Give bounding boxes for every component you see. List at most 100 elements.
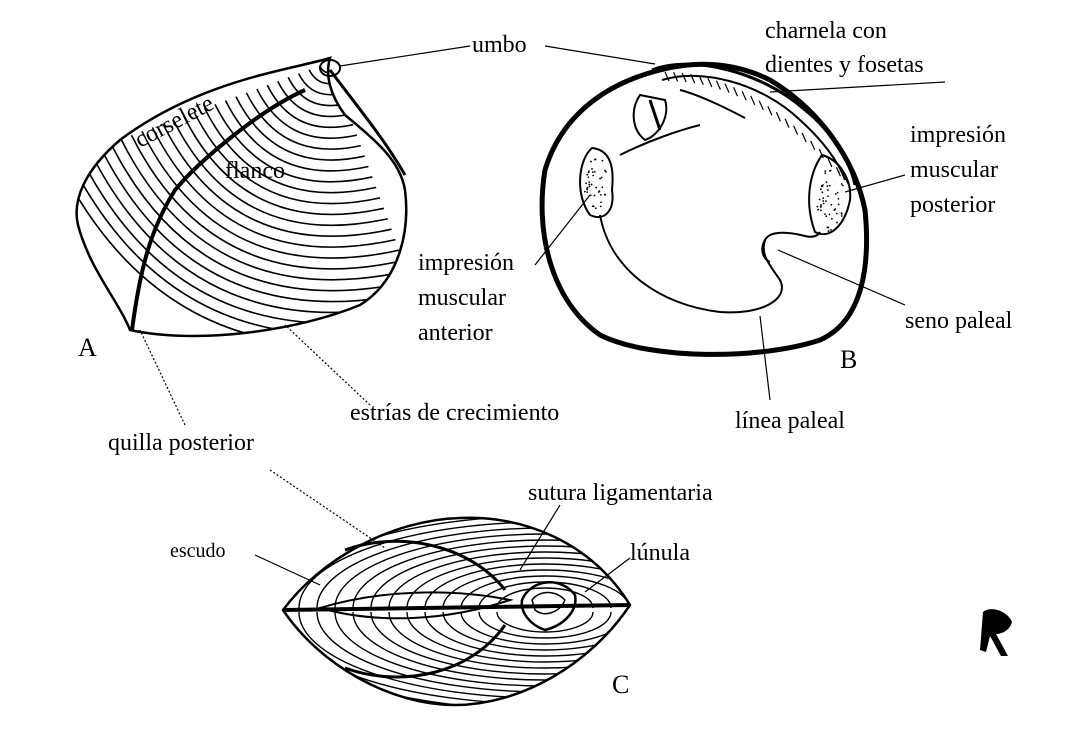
label-escudo: escudo: [170, 540, 226, 562]
stipple-dot: [585, 182, 587, 184]
panel-label-a: A: [78, 333, 97, 362]
hinge-tooth: [751, 96, 755, 105]
label-impresion-anterior-3: anterior: [418, 320, 493, 346]
stipple-dot: [841, 183, 843, 185]
stipple-dot: [820, 188, 822, 190]
label-linea-paleal: línea paleal: [735, 408, 845, 434]
growth-line: [236, 97, 365, 160]
stipple-dot: [817, 206, 819, 208]
stipple-dot: [592, 175, 594, 177]
stipple-dot: [820, 209, 822, 211]
stipple-dot: [842, 185, 844, 187]
hinge-tooth: [776, 112, 780, 121]
hinge-tooth: [759, 101, 763, 110]
stipple-dot: [588, 181, 590, 183]
growth-line: [407, 612, 683, 662]
panel-label-c: C: [612, 670, 629, 699]
stipple-dot: [828, 230, 830, 232]
hinge-tooth: [734, 87, 738, 96]
panel-label-b: B: [840, 345, 857, 374]
stipple-dot: [831, 218, 833, 220]
stipple-dot: [590, 161, 592, 163]
stipple-dot: [837, 192, 839, 194]
stipple-dot: [586, 191, 588, 193]
label-charnela-line2: dientes y fosetas: [765, 52, 924, 78]
label-impresion-anterior-1: impresión: [418, 250, 514, 276]
growth-line: [263, 612, 827, 710]
hinge-tooth: [742, 91, 746, 100]
stipple-dot: [591, 168, 593, 170]
label-impresion-posterior-1: impresión: [910, 122, 1006, 148]
growth-line: [335, 612, 755, 686]
stipple-dot: [829, 185, 831, 187]
label-flanco: flanco: [225, 158, 285, 184]
stipple-dot: [823, 203, 825, 205]
hinge-tooth: [725, 84, 729, 93]
stipple-dot: [594, 195, 596, 197]
label-impresion-posterior-3: posterior: [910, 192, 995, 218]
stipple-dot: [836, 213, 838, 215]
stipple-dot: [838, 171, 840, 173]
stipple-dot: [604, 170, 606, 172]
stipple-dot: [817, 209, 819, 211]
label-quilla-posterior: quilla posterior: [108, 430, 254, 456]
stipple-dot: [601, 177, 603, 179]
growth-line: [335, 534, 755, 608]
stipple-dot: [824, 170, 826, 172]
stipple-dot: [589, 186, 591, 188]
stipple-dot: [841, 215, 843, 217]
posterior-muscle-scar-stipple: [817, 170, 844, 232]
stipple-dot: [835, 193, 837, 195]
shell-a-external-view: [58, 58, 430, 345]
stipple-dot: [587, 187, 589, 189]
stipple-dot: [838, 204, 840, 206]
stipple-dot: [837, 198, 839, 200]
growth-line: [142, 131, 399, 258]
label-sutura-ligamentaria: sutura ligamentaria: [528, 480, 713, 506]
stipple-dot: [594, 171, 596, 173]
stipple-dot: [600, 194, 602, 196]
stipple-dot: [820, 204, 822, 206]
stipple-dot: [824, 213, 826, 215]
growth-lines-a: [58, 66, 430, 345]
stipple-dot: [592, 171, 594, 173]
artist-mark: [980, 609, 1012, 656]
stipple-dot: [828, 227, 830, 229]
hinge-tooth: [699, 76, 703, 85]
stipple-dot: [588, 170, 590, 172]
hinge-tooth: [716, 81, 720, 90]
hinge-tooth: [794, 126, 798, 135]
stipple-dot: [826, 181, 828, 183]
stipple-dot: [827, 189, 829, 191]
stipple-dot: [593, 205, 595, 207]
label-umbo: umbo: [472, 32, 527, 58]
stipple-dot: [586, 174, 588, 176]
shell-c-dorsal-view: [227, 498, 863, 722]
stipple-dot: [825, 215, 827, 217]
hinge-tooth: [785, 119, 789, 128]
stipple-dot: [584, 191, 586, 193]
label-estrias: estrías de crecimiento: [350, 400, 559, 426]
stipple-dot: [825, 200, 827, 202]
stipple-dot: [822, 200, 824, 202]
stipple-dot: [824, 172, 826, 174]
stipple-dot: [595, 187, 597, 189]
stipple-dot: [822, 197, 824, 199]
label-impresion-posterior-2: muscular: [910, 157, 998, 183]
stipple-dot: [820, 206, 822, 208]
label-seno-paleal: seno paleal: [905, 308, 1013, 334]
stipple-dot: [600, 205, 602, 207]
stipple-dot: [598, 191, 600, 193]
shell-b-internal-view: [542, 64, 866, 354]
label-lunula: lúnula: [630, 540, 690, 566]
hinge-tooth: [811, 141, 815, 150]
stipple-dot: [821, 185, 823, 187]
hinge-tooth: [802, 133, 806, 142]
stipple-dot: [827, 195, 829, 197]
stipple-dot: [599, 178, 601, 180]
stipple-dot: [831, 204, 833, 206]
label-charnela-line1: charnela con: [765, 18, 887, 44]
stipple-dot: [836, 227, 838, 229]
